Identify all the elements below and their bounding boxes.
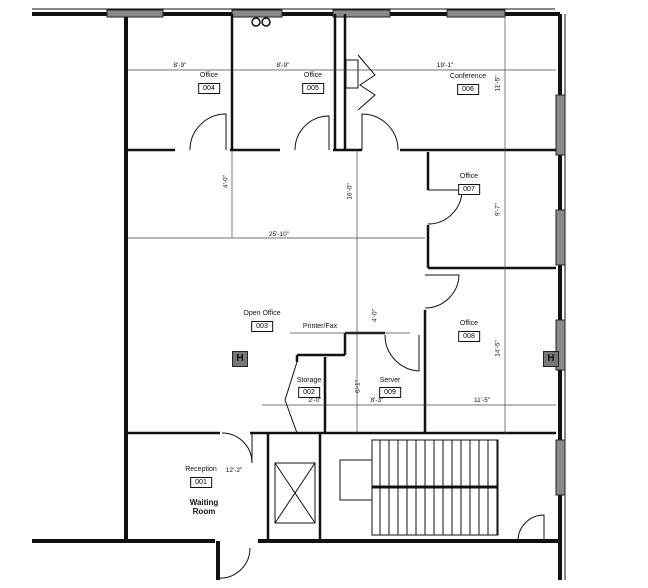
hvac-icon: H (232, 351, 248, 367)
dimension-label: 25'-10" (268, 231, 290, 238)
room-number: 006 (457, 84, 479, 95)
waiting-room-label: Waiting Room (189, 498, 219, 516)
dimension-label: 9'-7" (494, 203, 502, 216)
room-name: Office (199, 72, 219, 79)
dimension-label: 19'-1" (436, 62, 454, 69)
room-number: 001 (190, 477, 212, 488)
room-number: 004 (198, 83, 220, 94)
dimension-label: 12'-2" (225, 467, 243, 474)
room-name: Office (303, 72, 323, 79)
room-number: 005 (302, 83, 324, 94)
room-number: 009 (379, 387, 401, 398)
dimension-label: 4'-0" (371, 309, 379, 322)
dimension-label: 6'-1" (354, 380, 362, 393)
dimension-label: 11'-5" (473, 397, 491, 404)
room-name: Office (459, 173, 479, 180)
room-name: Server (379, 377, 401, 384)
room-name: Reception (185, 466, 217, 473)
room-name: Storage (296, 377, 322, 384)
room-name: Office (459, 320, 479, 327)
door-swings (189, 113, 545, 579)
windows (106, 9, 566, 496)
room-name: Conference (449, 73, 487, 80)
interior-walls (126, 14, 556, 541)
dimension-label: 4'-0" (222, 175, 230, 188)
printer-fax-label: Printer/Fax (302, 323, 338, 330)
dimension-label: 2'-0" (308, 397, 322, 404)
dimension-label: 8'-9" (276, 62, 290, 69)
room-number: 008 (458, 331, 480, 342)
room-name: Open Office (243, 310, 281, 317)
dimension-label: 14'-5" (494, 340, 502, 357)
elevator (274, 462, 316, 524)
dimension-label: 8'-9" (173, 62, 187, 69)
stairs (339, 439, 499, 536)
dimension-label: 11'-5" (494, 75, 502, 92)
hvac-icon: H (543, 351, 559, 367)
dimension-lines (128, 16, 556, 433)
room-number: 003 (251, 321, 273, 332)
room-number: 007 (458, 184, 480, 195)
room-number: 002 (298, 387, 320, 398)
dimension-label: 8'-3" (370, 397, 384, 404)
dimension-label: 16'-0" (346, 183, 354, 200)
